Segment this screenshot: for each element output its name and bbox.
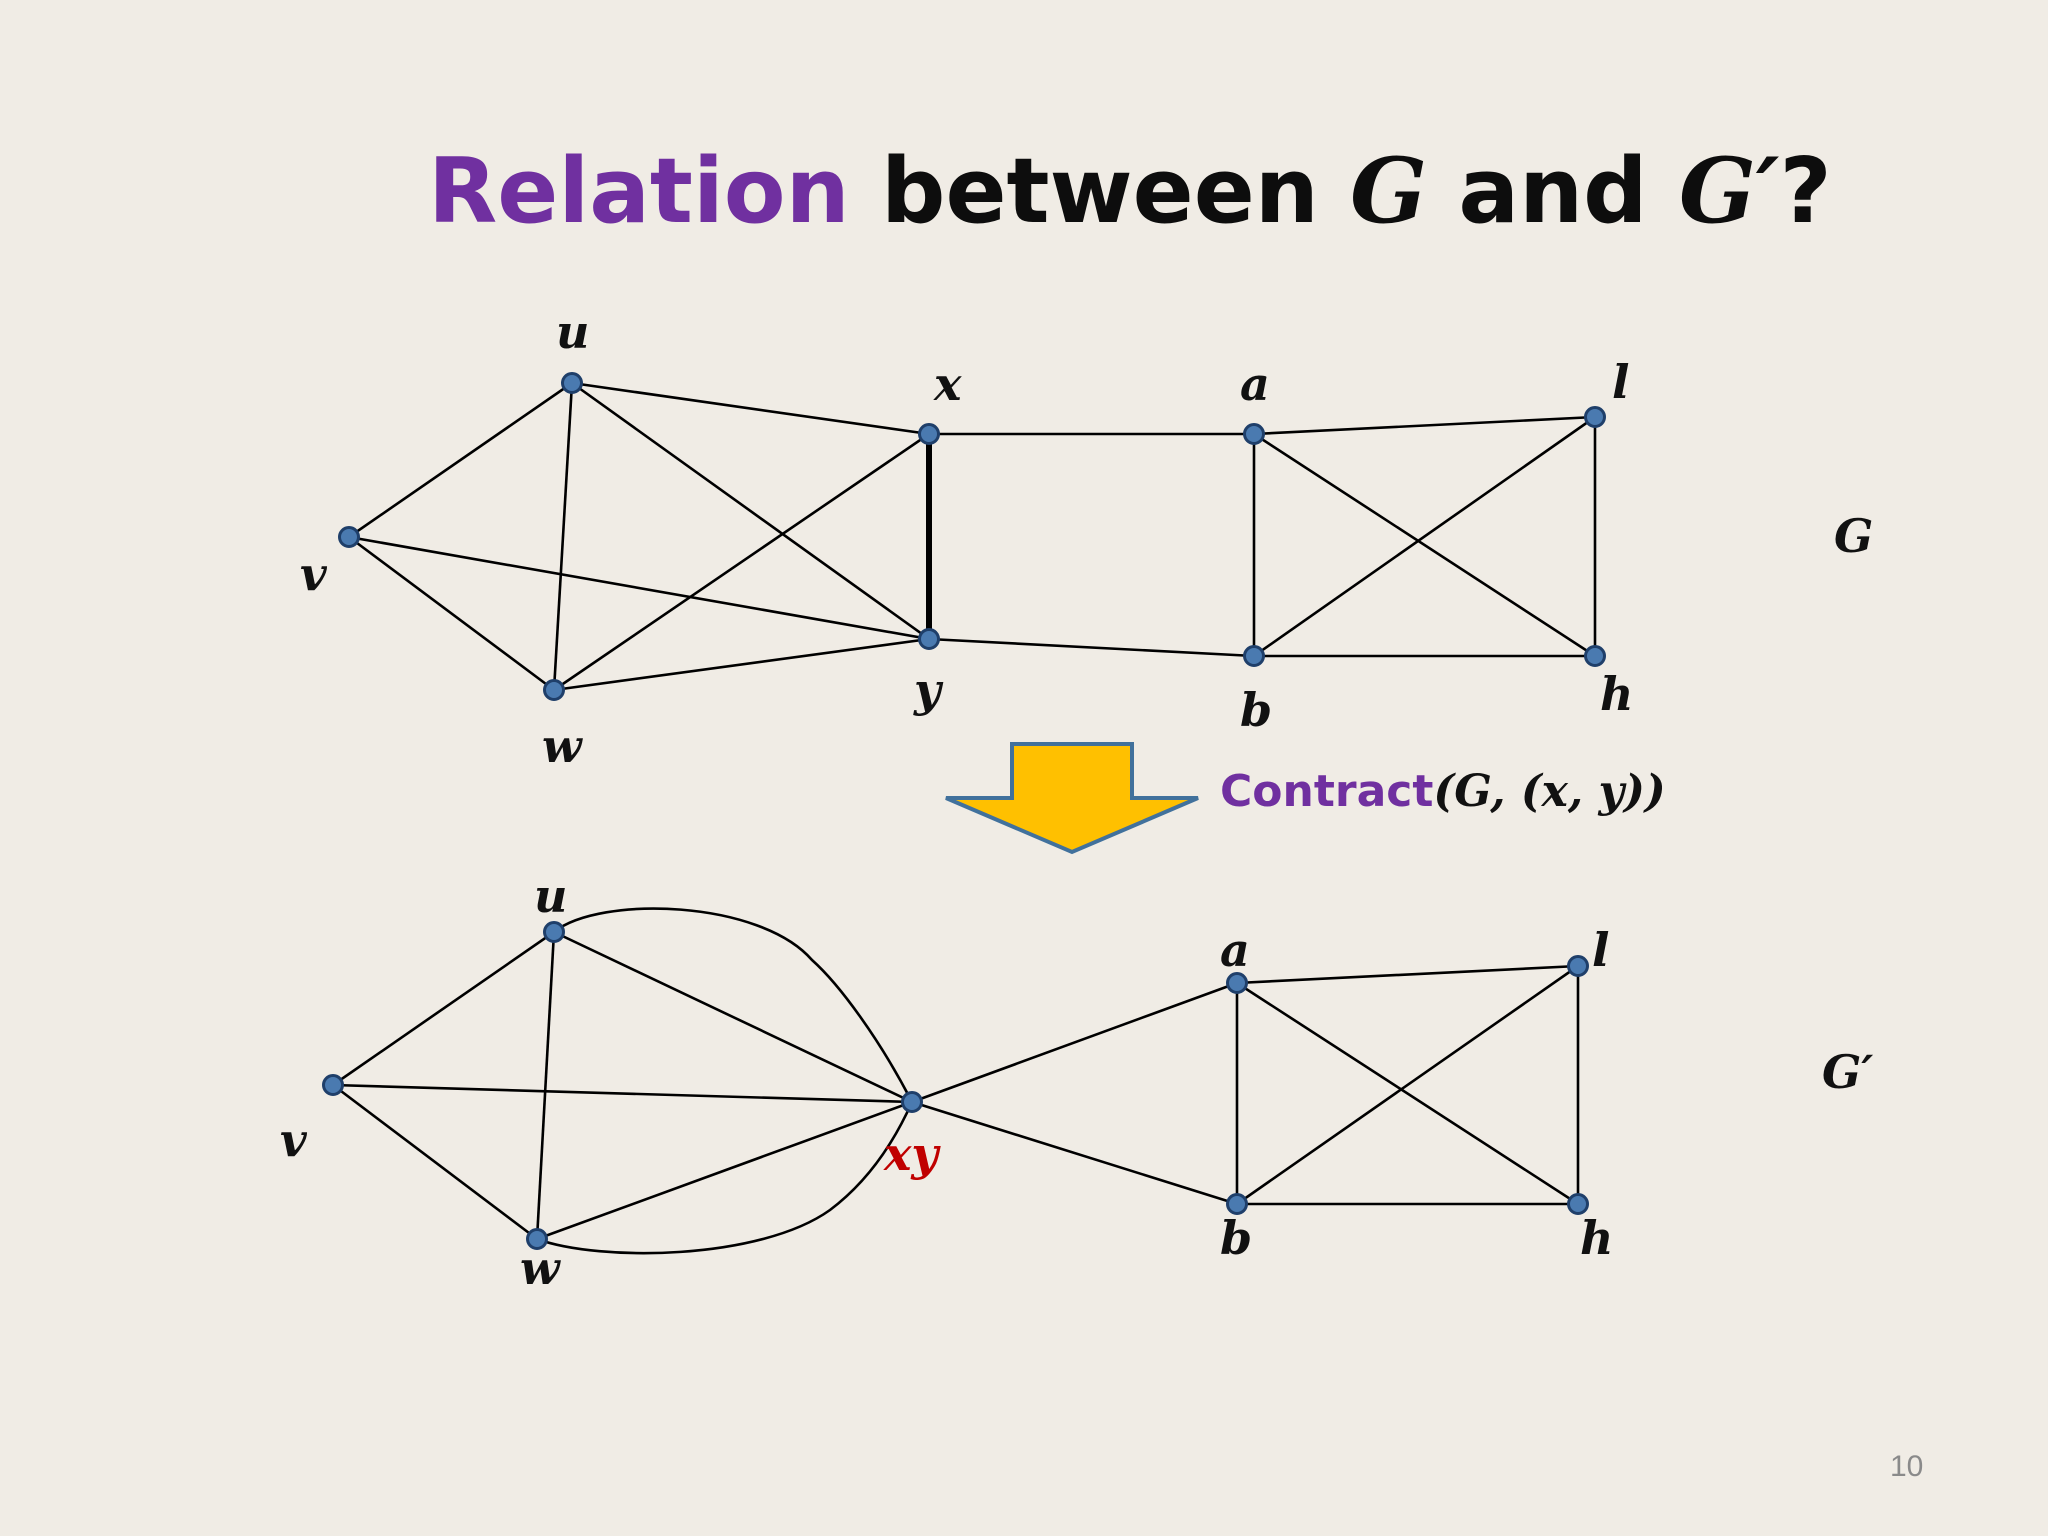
title-g-prime: G′	[1679, 138, 1780, 244]
g-label-y: y	[913, 663, 944, 717]
graph-g-prime-nodes	[322, 921, 1589, 1250]
g-label-l: l	[1612, 355, 1629, 409]
slide-title: Relation between G and G′?	[428, 138, 1832, 244]
g-node-w	[543, 679, 565, 701]
g-node-h	[1584, 645, 1606, 667]
gp-node-a	[1226, 972, 1248, 994]
gp-edge-xy-b	[911, 1100, 1238, 1206]
g-edge-w-x	[553, 432, 930, 692]
graph-g-prime: u v w xy a b l h G′	[280, 869, 1873, 1295]
g-node-x	[918, 423, 940, 445]
graph-g-prime-node-labels: u v w xy a b l h	[280, 869, 1613, 1295]
g-node-l	[1584, 406, 1606, 428]
g-label-u: u	[556, 305, 589, 359]
g-label-v: v	[300, 547, 328, 601]
gp-node-l	[1567, 955, 1589, 977]
g-edge-v-w	[348, 535, 555, 692]
g-label-x: x	[933, 357, 962, 411]
g-edge-u-w	[552, 382, 574, 691]
g-label-w: w	[542, 719, 583, 773]
g-node-b	[1243, 645, 1265, 667]
gp-node-v	[322, 1074, 344, 1096]
operation-args: (G, (x, y))	[1433, 766, 1665, 817]
g-edge-a-h	[1253, 432, 1596, 658]
graph-g-prime-edges	[332, 907, 1580, 1255]
page-number: 10	[1890, 1450, 1923, 1483]
graph-g-edges	[348, 381, 1597, 692]
gp-node-u	[543, 921, 565, 943]
operation-name: Contract	[1220, 766, 1433, 817]
g-node-v	[338, 526, 360, 548]
gp-edge-a-h	[1236, 981, 1579, 1206]
gp-edge-u-v	[332, 930, 555, 1087]
g-edge-u-y	[571, 381, 930, 641]
gp-edge-b-l	[1236, 964, 1579, 1206]
title-between: between	[850, 139, 1350, 244]
gp-node-w	[526, 1228, 548, 1250]
gp-edge-a-l	[1236, 964, 1579, 985]
gp-edge-u-w	[535, 931, 556, 1240]
g-node-a	[1243, 423, 1265, 445]
gp-label-h: h	[1580, 1211, 1613, 1265]
title-question: ?	[1780, 139, 1832, 244]
g-edge-u-x	[571, 381, 930, 436]
g-label-a: a	[1240, 357, 1270, 411]
gp-label-xy: xy	[883, 1127, 941, 1181]
g-label-h: h	[1600, 667, 1633, 721]
gp-edge-u-xy-2	[553, 907, 914, 1103]
graph-g: u v w x y a b l h G	[300, 305, 1873, 773]
gp-edge-w-xy	[536, 1100, 913, 1241]
g-edge-w-y	[553, 637, 930, 692]
gp-edge-u-xy	[553, 930, 913, 1104]
gp-label-b: b	[1220, 1211, 1252, 1265]
gp-label-l: l	[1592, 923, 1609, 977]
gp-node-h	[1567, 1193, 1589, 1215]
gp-label-v: v	[280, 1113, 308, 1167]
graph-g-nodes	[338, 372, 1606, 701]
g-node-u	[561, 372, 583, 394]
g-edge-a-l	[1253, 415, 1596, 436]
g-edge-u-v	[348, 381, 573, 539]
down-arrow-icon	[945, 742, 1199, 855]
title-g: G	[1350, 138, 1427, 244]
gp-node-xy	[901, 1091, 923, 1113]
operation-label: Contract(G, (x, y))	[1220, 766, 1666, 817]
title-highlight: Relation	[428, 139, 850, 244]
g-label-b: b	[1240, 683, 1272, 737]
g-edge-y-b	[928, 637, 1255, 658]
gp-edge-v-w	[332, 1083, 538, 1241]
g-edge-b-l	[1253, 415, 1596, 658]
graph-g-label: G	[1834, 509, 1873, 563]
graph-g-node-labels: u v w x y a b l h	[300, 305, 1633, 773]
gp-edge-w-xy-2	[536, 1101, 914, 1255]
gp-node-b	[1226, 1193, 1248, 1215]
gp-edge-xy-a	[911, 981, 1238, 1104]
graph-g-prime-label: G′	[1822, 1045, 1873, 1099]
title-and: and	[1427, 139, 1679, 244]
gp-label-a: a	[1220, 923, 1250, 977]
g-node-y	[918, 628, 940, 650]
gp-label-u: u	[534, 869, 567, 923]
g-edge-v-y	[348, 535, 930, 641]
gp-label-w: w	[520, 1241, 561, 1295]
gp-edge-v-xy	[332, 1083, 913, 1104]
